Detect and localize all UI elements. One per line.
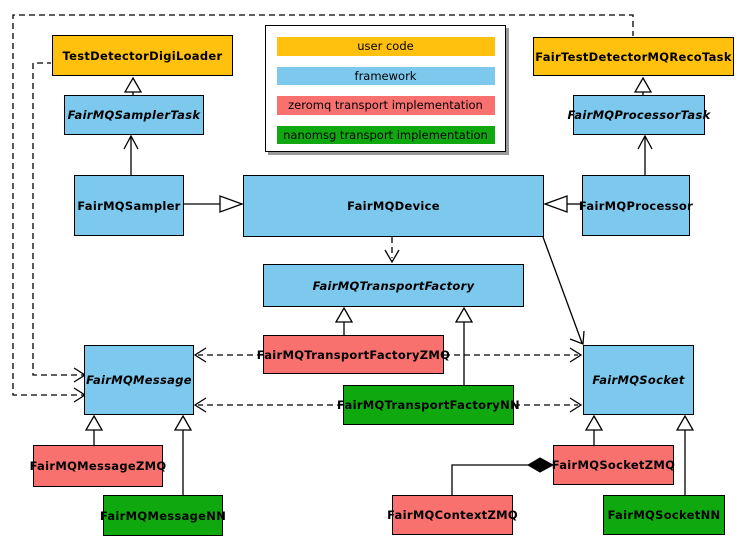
legend-label: user code	[357, 39, 414, 54]
legend: user code framework zeromq transport imp…	[265, 25, 506, 152]
inheritance-messagezmq-to-message	[84, 414, 104, 445]
inheritance-sampler-to-device	[184, 195, 244, 213]
node-fairmq-context-zmq: FairMQContextZMQ	[387, 495, 518, 535]
legend-label: zeromq transport implementation	[288, 98, 483, 113]
node-label: FairMQMessage	[86, 373, 192, 387]
node-label: FairMQProcessor	[578, 198, 694, 213]
node-fairmq-sampler: FairMQSampler	[74, 175, 184, 236]
node-fairmq-transport-factory-zmq: FairMQTransportFactoryZMQ	[257, 335, 450, 374]
inheritance-messagenn-to-message	[173, 414, 193, 495]
node-label: FairMQSampler	[77, 198, 181, 213]
node-fairmq-message: FairMQMessage	[84, 345, 194, 415]
association-device-to-socket	[542, 236, 585, 345]
legend-label: nanomsg transport implementation	[283, 127, 488, 142]
node-fairmq-message-nn: FairMQMessageNN	[99, 495, 227, 536]
node-fairmq-device: FairMQDevice	[243, 175, 544, 237]
node-label: FairMQProcessorTask	[567, 108, 711, 122]
inheritance-factoryzmq-to-factory	[334, 306, 354, 335]
node-fairmq-socket-nn: FairMQSocketNN	[603, 495, 725, 535]
inheritance-processortask-to-recotask	[633, 76, 653, 95]
inheritance-socketzmq-to-socket	[584, 414, 604, 445]
association-processor-to-processortask	[637, 134, 653, 175]
legend-item-nanomsg: nanomsg transport implementation	[276, 125, 495, 144]
node-label: FairMQTransportFactoryNN	[337, 398, 520, 412]
node-label: FairTestDetectorMQRecoTask	[535, 49, 732, 64]
node-fairmq-sampler-task: FairMQSamplerTask	[64, 95, 204, 135]
node-label: FairMQMessageZMQ	[29, 459, 167, 473]
legend-label: framework	[354, 68, 417, 83]
legend-item-framework: framework	[276, 66, 495, 85]
node-fairmq-transport-factory-nn: FairMQTransportFactoryNN	[337, 385, 520, 425]
node-fairmq-message-zmq: FairMQMessageZMQ	[30, 445, 166, 487]
node-label: TestDetectorDigiLoader	[62, 48, 223, 63]
node-fairmq-processor: FairMQProcessor	[578, 175, 694, 236]
node-label: FairMQTransportFactory	[312, 278, 475, 293]
dependency-factoryzmq-to-socket	[444, 347, 583, 363]
inheritance-socketnn-to-socket	[675, 414, 695, 495]
node-label: FairMQContextZMQ	[387, 508, 518, 522]
dependency-factorynn-to-socket	[514, 397, 583, 413]
composition-contextzmq-to-socketzmq	[451, 457, 555, 495]
node-fairmq-socket: FairMQSocket	[583, 345, 694, 415]
dependency-factoryzmq-to-message	[193, 347, 263, 363]
node-label: FairMQTransportFactoryZMQ	[256, 347, 451, 362]
node-label: FairMQSamplerTask	[67, 108, 201, 122]
node-label: FairMQSocketZMQ	[551, 458, 676, 472]
inheritance-factorynn-to-factory	[454, 306, 474, 385]
node-fairmq-socket-zmq: FairMQSocketZMQ	[551, 445, 676, 485]
inheritance-processor-to-device	[543, 195, 582, 213]
inheritance-samplertask-to-digiloader	[123, 76, 143, 95]
legend-item-user-code: user code	[276, 37, 495, 56]
node-fair-test-detector-mq-reco-task: FairTestDetectorMQRecoTask	[533, 37, 734, 76]
node-fairmq-processor-task: FairMQProcessorTask	[567, 95, 710, 135]
node-fairmq-transport-factory: FairMQTransportFactory	[263, 264, 524, 307]
node-label: FairMQSocket	[592, 373, 685, 387]
dependency-factorynn-to-message	[193, 397, 343, 413]
association-sampler-to-samplertask	[123, 134, 139, 175]
legend-item-zeromq: zeromq transport implementation	[276, 96, 495, 115]
node-label: FairMQSocketNN	[607, 508, 721, 522]
node-label: FairMQDevice	[347, 199, 440, 213]
node-label: FairMQMessageNN	[99, 508, 227, 523]
dependency-device-to-transportfactory	[384, 237, 400, 264]
node-test-detector-digi-loader: TestDetectorDigiLoader	[52, 35, 233, 76]
